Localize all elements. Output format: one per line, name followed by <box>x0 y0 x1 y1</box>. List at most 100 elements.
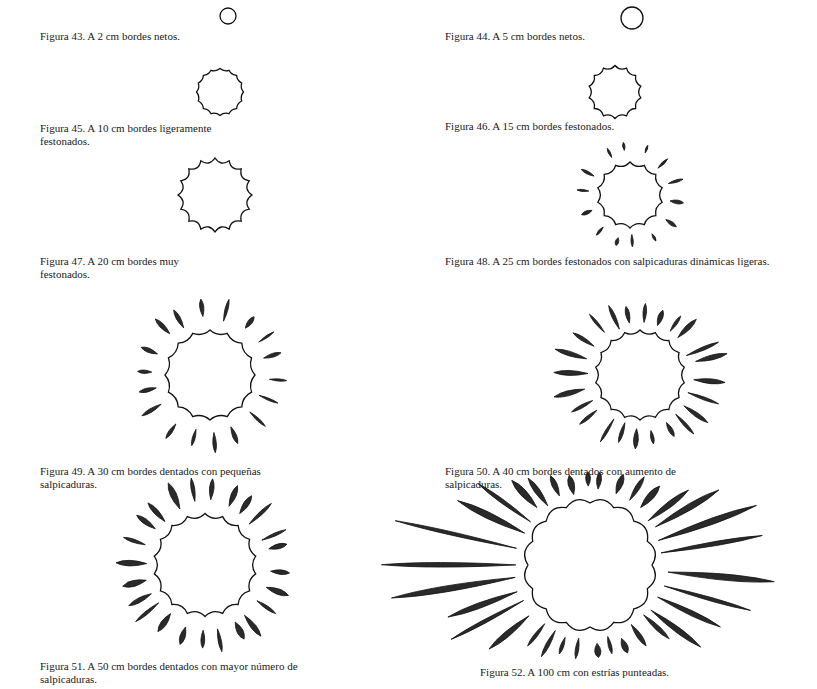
spatter-drop <box>686 342 718 355</box>
figure-caption: Figura 49. A 30 cm bordes dentados con p… <box>40 465 290 491</box>
spatter-drop <box>264 352 281 358</box>
spatter-drop <box>249 503 271 524</box>
spatter-drop <box>266 587 288 595</box>
spatter-drop <box>641 486 660 508</box>
figure-caption: Figura 47. A 20 cm bordes muy festonados… <box>40 255 230 281</box>
spatter-drop <box>684 406 708 423</box>
spatter-drop <box>158 614 171 632</box>
spatter-drop <box>137 515 156 529</box>
spatter-drop <box>554 389 585 397</box>
spatter-drop <box>676 414 694 434</box>
spatter-drop <box>271 570 290 575</box>
spatter-drop <box>259 332 274 342</box>
spatter-drop <box>141 347 157 354</box>
spatter-drop <box>559 637 565 654</box>
spatter-drop <box>257 601 276 614</box>
figure-caption-box: Figura 43. A 2 cm bordes netos. <box>40 30 360 43</box>
blood-drop <box>154 514 255 617</box>
spatter-drop <box>657 310 663 325</box>
spatter-drop <box>619 423 625 443</box>
spatter-drop <box>661 536 762 553</box>
spatter-drop <box>666 423 674 437</box>
spatter-drop <box>124 537 146 544</box>
spatter-drop <box>616 474 624 494</box>
spatter-drop <box>694 379 725 384</box>
blood-drop <box>220 8 236 24</box>
spatter-drop <box>191 478 196 501</box>
spatter-drop <box>269 379 286 381</box>
figure-caption: Figura 45. A 10 cm bordes ligeramente fe… <box>40 122 255 148</box>
spatter-drop <box>129 594 152 606</box>
spatter-drop <box>392 577 516 598</box>
spatter-drop <box>666 220 677 227</box>
spatter-drop <box>648 490 688 521</box>
spatter-drop <box>696 353 728 361</box>
spatter-drop <box>245 317 254 329</box>
spatter-drop <box>600 419 614 442</box>
spatter-drop <box>688 393 719 404</box>
spatter-drop <box>644 615 670 639</box>
blood-drop <box>178 158 252 232</box>
spatter-drop <box>577 189 589 191</box>
spatter-drop <box>668 179 683 184</box>
spatter-drop <box>581 169 594 176</box>
spatter-drop <box>155 319 170 334</box>
spatter-drop <box>250 412 265 426</box>
figure-caption-box: Figura 48. A 25 cm bordes festonados con… <box>445 255 785 268</box>
spatter-drop <box>138 370 152 373</box>
spatter-drop <box>658 159 668 168</box>
spatter-drop <box>572 401 593 412</box>
figure-caption: Figura 52. A 100 cm con estrías punteada… <box>480 666 810 679</box>
spatter-drop <box>224 299 230 321</box>
spatter-drop <box>609 306 620 330</box>
figure-caption: Figura 48. A 25 cm bordes festonados con… <box>445 255 785 268</box>
spatter-drop <box>595 643 601 657</box>
spatter-drop <box>201 630 205 648</box>
spatter-drop <box>550 476 559 496</box>
spatter-drop <box>192 429 196 445</box>
figure-caption-box: Figura 49. A 30 cm bordes dentados con p… <box>40 465 290 491</box>
blood-drop <box>598 162 662 228</box>
spatter-drop <box>451 601 524 640</box>
spatter-drop <box>678 319 697 337</box>
spatter-drop <box>179 627 186 645</box>
blood-drop <box>621 7 643 29</box>
spatter-drop <box>231 427 238 444</box>
spatter-drop <box>555 349 587 359</box>
figure-caption: Figura 44. A 5 cm bordes netos. <box>445 30 765 43</box>
spatter-drop <box>670 316 681 331</box>
figure-caption-box: Figura 51. A 50 cm bordes dentados con m… <box>40 660 300 686</box>
spatter-drop <box>575 638 579 659</box>
figure-caption-box: Figura 47. A 20 cm bordes muy festonados… <box>40 255 230 281</box>
spatter-drop <box>621 638 628 653</box>
spatter-drop <box>217 629 222 652</box>
figure-caption: Figura 51. A 50 cm bordes dentados con m… <box>40 660 300 686</box>
spatter-drop <box>259 395 278 403</box>
spatter-drop <box>608 637 613 654</box>
blood-drop <box>165 330 255 420</box>
spatter-drop <box>458 501 525 534</box>
spatter-drop <box>650 431 654 444</box>
spatter-drop <box>240 496 252 514</box>
spatter-drop <box>269 543 287 549</box>
spatter-drop <box>489 616 529 649</box>
spatter-drop <box>382 563 516 568</box>
spatter-drop <box>142 404 161 416</box>
blood-drop <box>596 330 685 420</box>
spatter-drop <box>589 314 604 332</box>
spatter-drop <box>634 429 639 449</box>
spatter-drop <box>631 235 633 247</box>
spatter-drop <box>623 142 626 150</box>
figure-caption: Figura 46. A 15 cm bordes festonados. <box>445 120 765 133</box>
blood-drop <box>525 500 656 631</box>
spatter-drop <box>541 631 555 657</box>
figure-caption: Figura 50. A 40 cm bordes dentados con a… <box>445 465 735 491</box>
spatter-drop <box>568 475 575 494</box>
spatter-drop <box>528 478 548 506</box>
spatter-drop <box>262 530 286 541</box>
spatter-drop <box>136 603 159 622</box>
spatter-drop <box>166 424 176 439</box>
spatter-drop <box>580 410 597 424</box>
figure-caption: Figura 43. A 2 cm bordes netos. <box>40 30 360 43</box>
